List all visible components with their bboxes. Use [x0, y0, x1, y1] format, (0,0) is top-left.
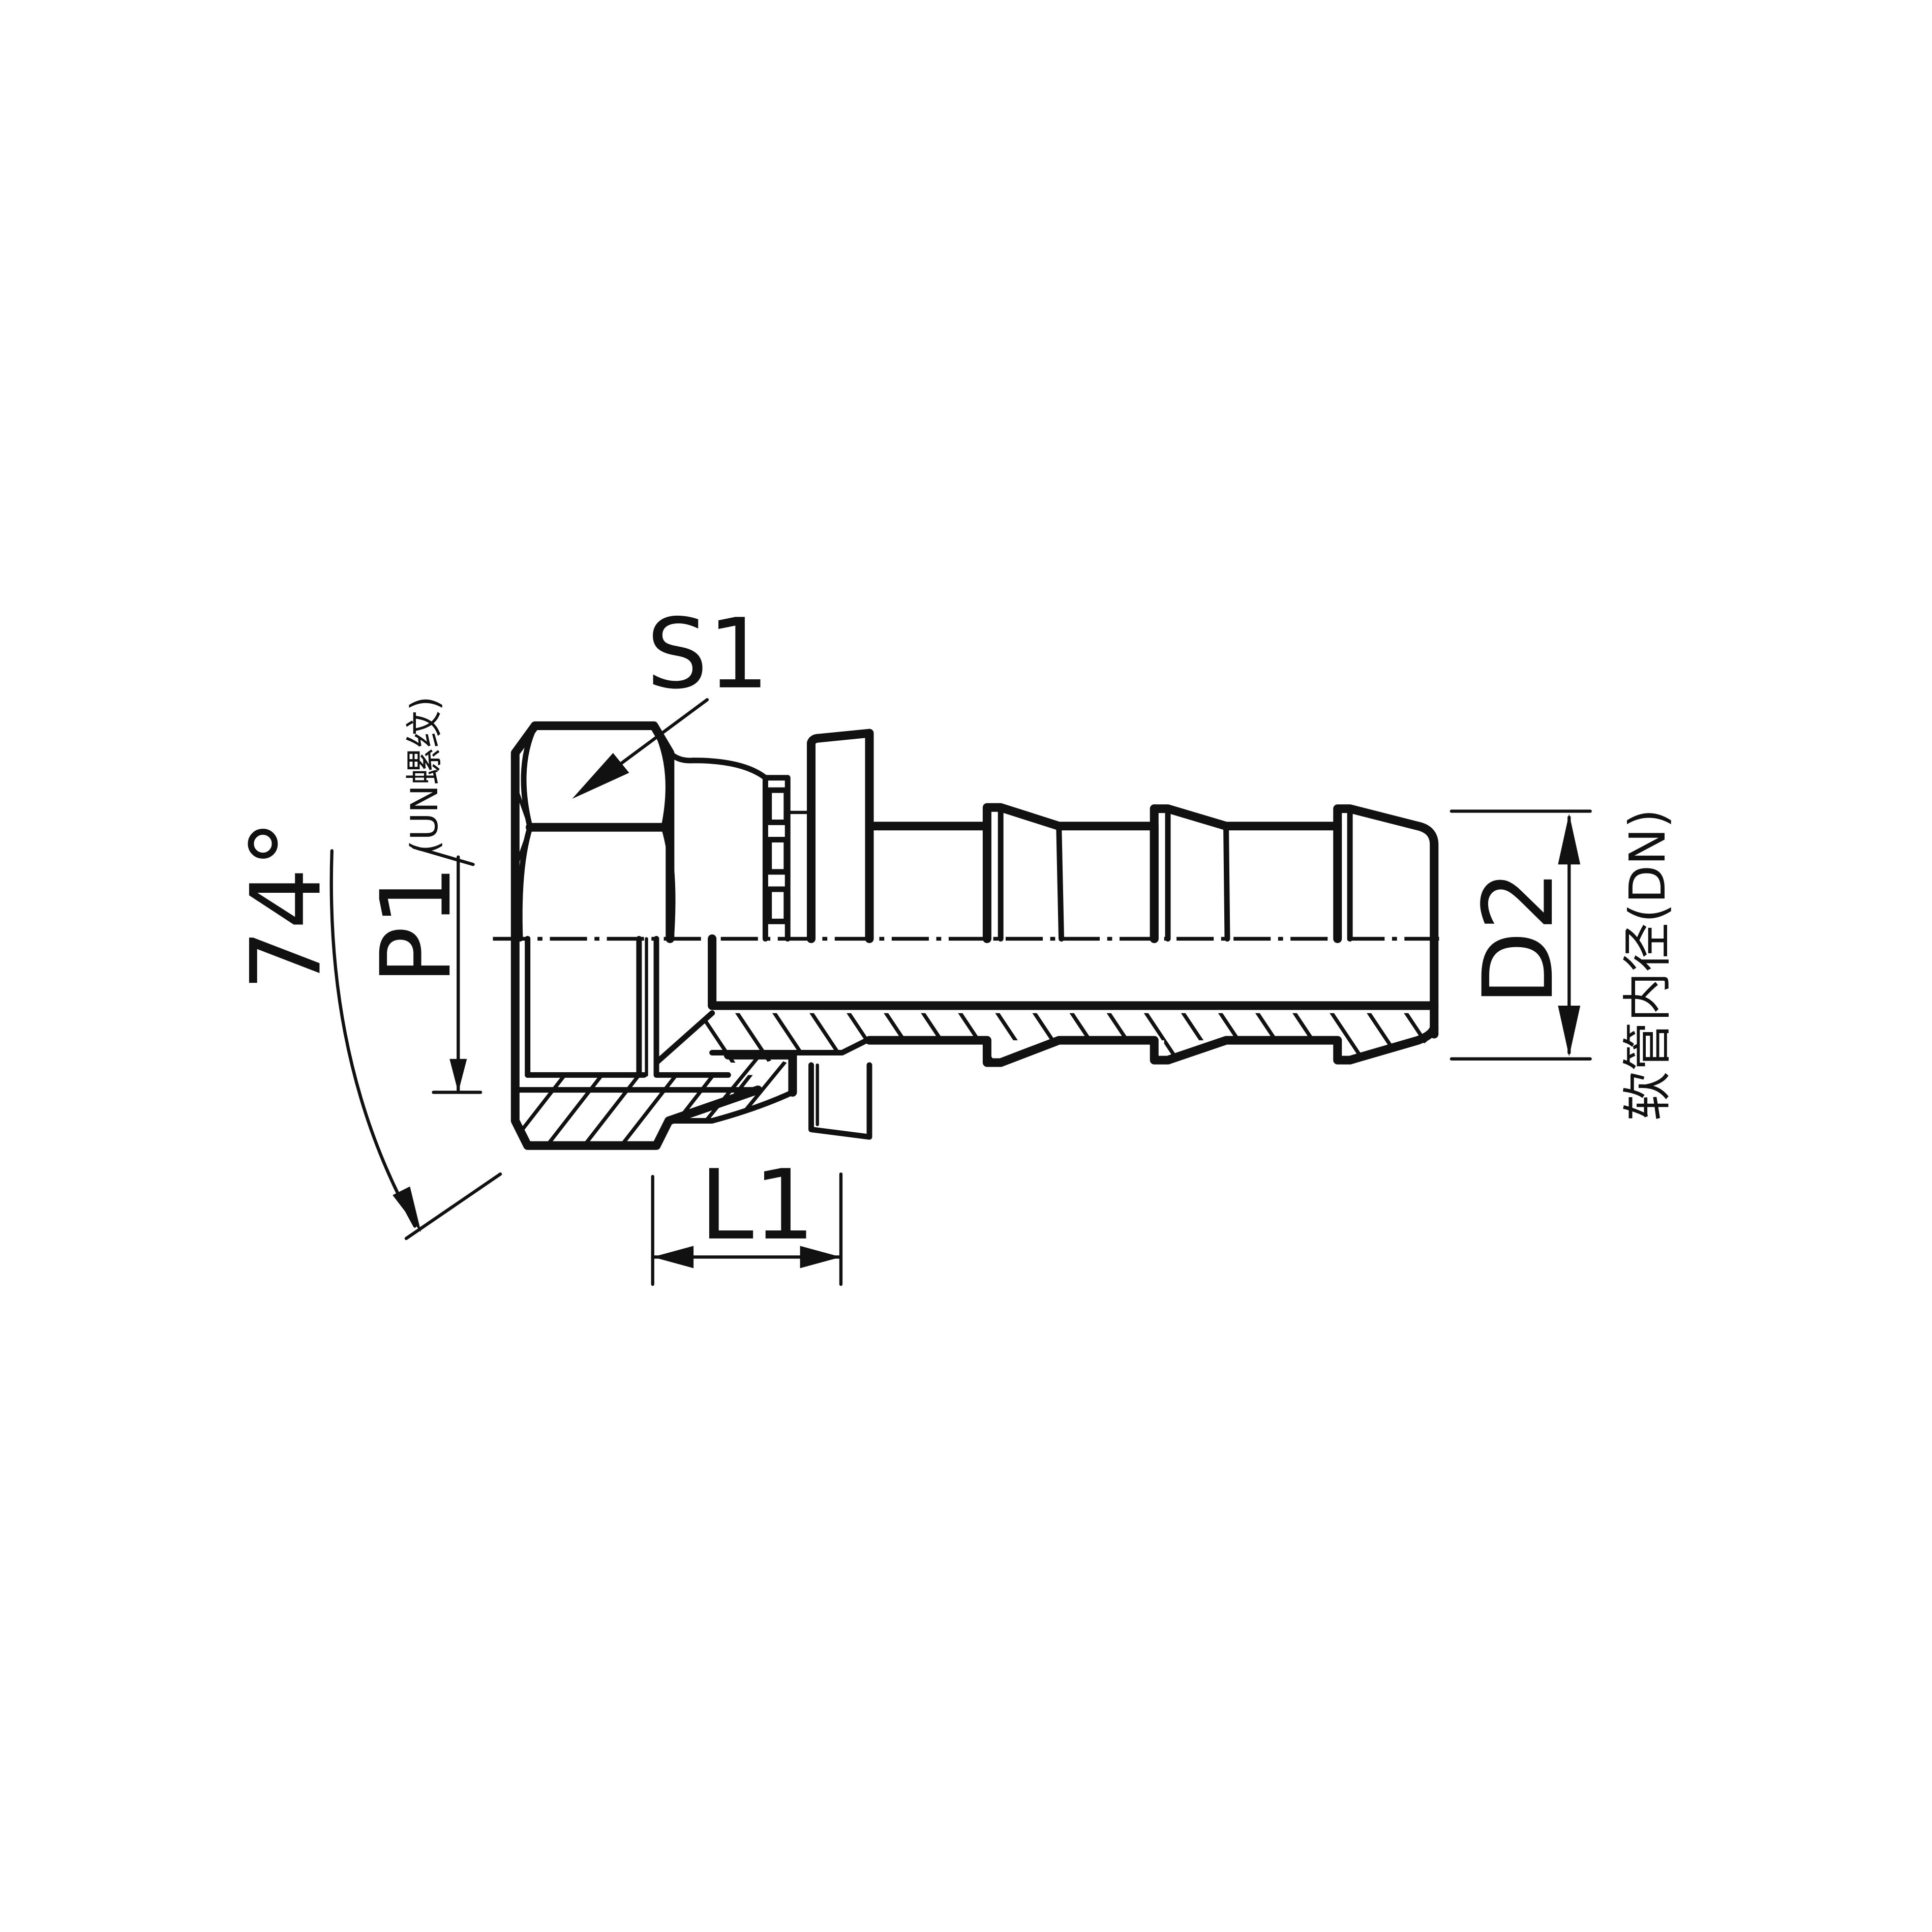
angle-74-dimension: 74°: [230, 820, 502, 1241]
d2-note: 软管内径(DN): [1619, 809, 1676, 1121]
angle-label: 74°: [230, 820, 342, 991]
p1-label: P1: [360, 865, 472, 984]
s1-leader: S1: [572, 598, 769, 799]
d2-dimension: D2 软管内径(DN): [1450, 809, 1676, 1121]
hose-barb: [865, 803, 1439, 1067]
p1-dimension: P1 (UN螺纹): [360, 697, 482, 1094]
l1-dimension: L1: [651, 1149, 843, 1286]
s1-label: S1: [647, 598, 770, 710]
bore-and-tube: [653, 934, 1439, 1124]
flange-ring: [806, 729, 874, 1140]
nut-collar: [667, 750, 813, 942]
p1-note: (UN螺纹): [403, 697, 446, 855]
l1-label: L1: [700, 1149, 815, 1261]
hex-nut: [510, 721, 763, 1150]
d2-label: D2: [1462, 870, 1575, 1006]
